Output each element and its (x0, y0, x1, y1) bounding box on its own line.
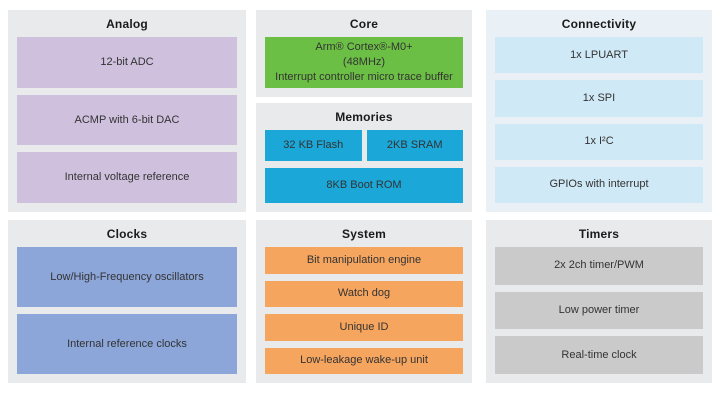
block-timer-pwm: 2x 2ch timer/PWM (495, 247, 703, 285)
panel-analog-title: Analog (106, 17, 148, 31)
panel-core: Core Arm® Cortex®-M0+ (48MHz) Interrupt … (256, 10, 472, 97)
block-i2c: 1x I²C (495, 123, 703, 160)
block-boot-rom: 8KB Boot ROM (265, 168, 463, 203)
block-spi: 1x SPI (495, 80, 703, 117)
panel-memories-blocks: 32 KB Flash 2KB SRAM 8KB Boot ROM (265, 130, 463, 203)
block-gpio: GPIOs with interrupt (495, 166, 703, 203)
panel-clocks: Clocks Low/High-Frequency oscillators In… (8, 220, 246, 383)
panel-system-title: System (342, 227, 386, 241)
panel-core-blocks: Arm® Cortex®-M0+ (48MHz) Interrupt contr… (265, 37, 463, 88)
panel-timers: Timers 2x 2ch timer/PWM Low power timer … (486, 220, 712, 383)
block-flash: 32 KB Flash (265, 130, 362, 161)
block-low-power-timer: Low power timer (495, 291, 703, 330)
panel-connectivity: Connectivity 1x LPUART 1x SPI 1x I²C GPI… (486, 10, 712, 212)
block-wakeup-unit: Low-leakage wake-up unit (265, 347, 463, 374)
panel-clocks-blocks: Low/High-Frequency oscillators Internal … (17, 247, 237, 374)
core-line-features: Interrupt controller micro trace buffer (275, 70, 453, 83)
panel-system-blocks: Bit manipulation engine Watch dog Unique… (265, 247, 463, 374)
panel-memories-title: Memories (335, 110, 393, 124)
block-oscillators: Low/High-Frequency oscillators (17, 247, 237, 307)
block-voltage-reference: Internal voltage reference (17, 152, 237, 204)
block-unique-id: Unique ID (265, 314, 463, 341)
panel-timers-blocks: 2x 2ch timer/PWM Low power timer Real-ti… (495, 247, 703, 375)
core-line-frequency: (48MHz) (342, 56, 386, 69)
block-adc: 12-bit ADC (17, 37, 237, 88)
panel-connectivity-blocks: 1x LPUART 1x SPI 1x I²C GPIOs with inter… (495, 37, 703, 203)
panel-core-title: Core (349, 17, 379, 31)
block-sram: 2KB SRAM (366, 130, 463, 161)
core-line-cpu: Arm® Cortex®-M0+ (315, 41, 413, 54)
panel-memories: Memories 32 KB Flash 2KB SRAM 8KB Boot R… (256, 103, 472, 212)
panel-system: System Bit manipulation engine Watch dog… (256, 220, 472, 383)
block-acmp-dac: ACMP with 6-bit DAC (17, 94, 237, 146)
block-real-time-clock: Real-time clock (495, 336, 703, 375)
block-cortex-m0plus: Arm® Cortex®-M0+ (48MHz) Interrupt contr… (265, 37, 463, 88)
panel-analog: Analog 12-bit ADC ACMP with 6-bit DAC In… (8, 10, 246, 212)
panel-connectivity-title: Connectivity (561, 17, 637, 31)
panel-analog-blocks: 12-bit ADC ACMP with 6-bit DAC Internal … (17, 37, 237, 204)
block-bit-manipulation-engine: Bit manipulation engine (265, 247, 463, 274)
panel-timers-title: Timers (578, 227, 620, 241)
block-lpuart: 1x LPUART (495, 37, 703, 74)
panel-clocks-title: Clocks (106, 227, 148, 241)
block-watchdog: Watch dog (265, 280, 463, 307)
memories-top-row: 32 KB Flash 2KB SRAM (265, 130, 463, 161)
block-reference-clocks: Internal reference clocks (17, 314, 237, 374)
